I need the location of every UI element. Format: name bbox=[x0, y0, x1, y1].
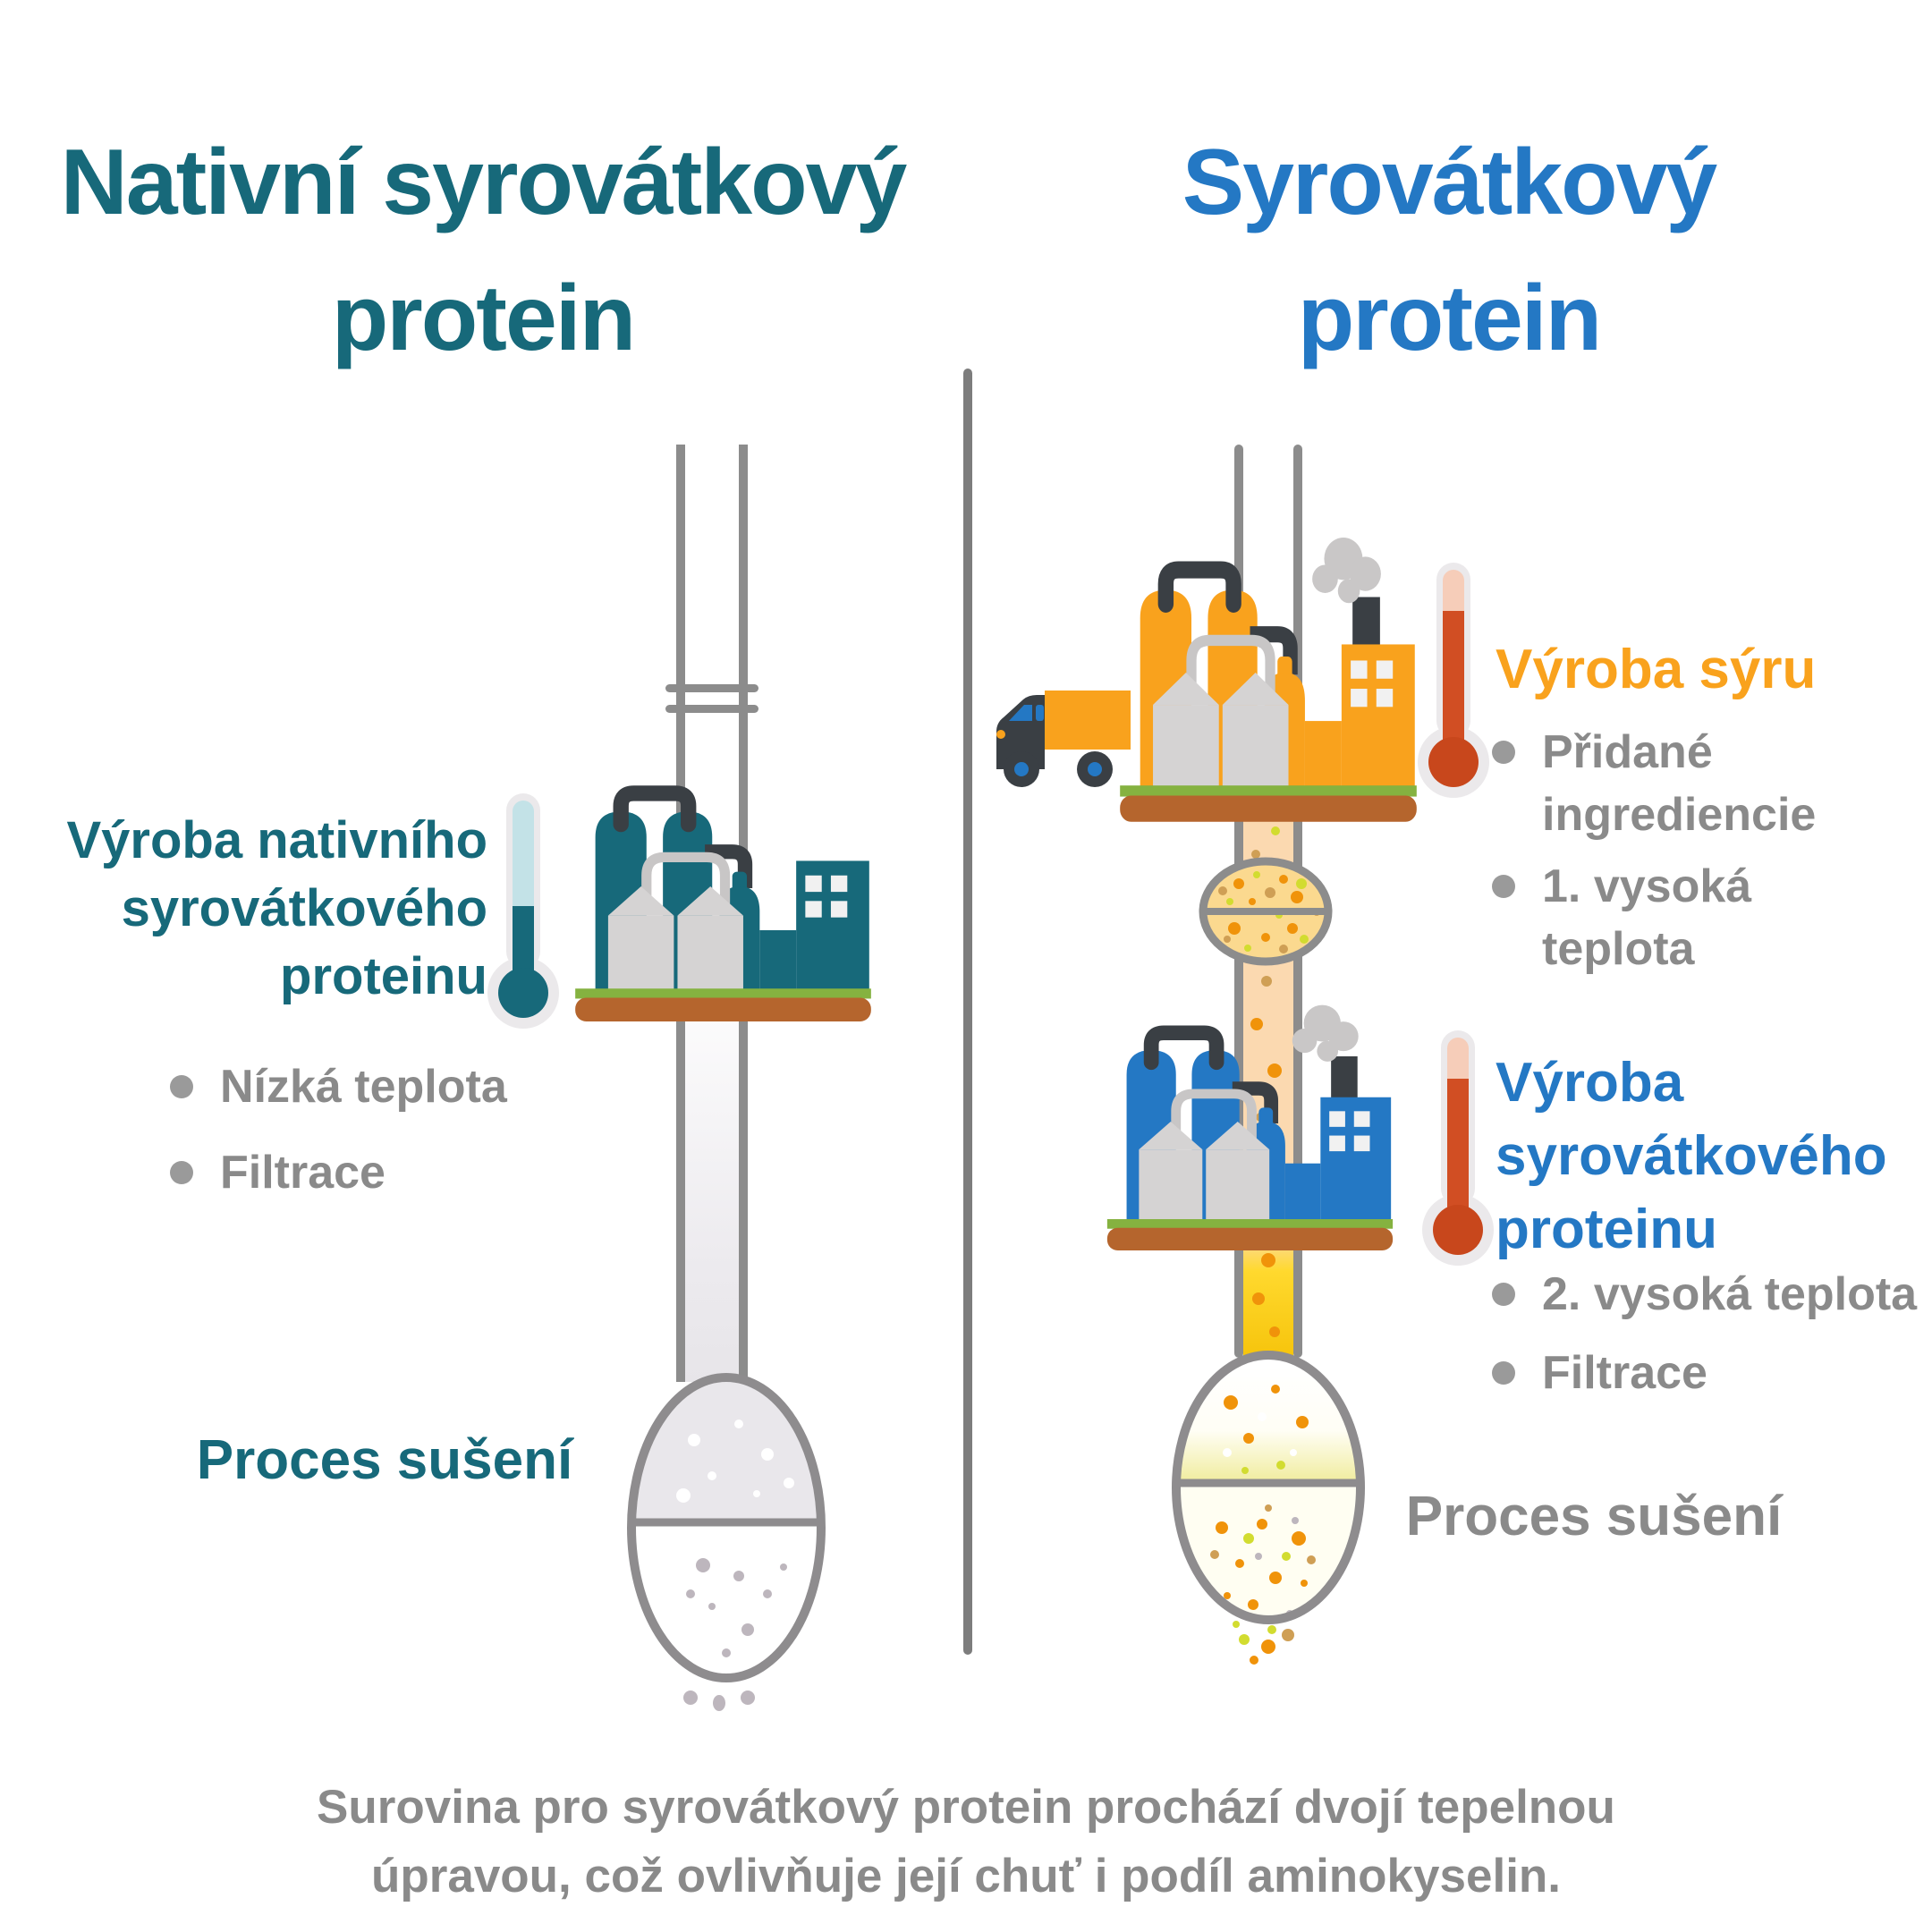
separator-ball-icon bbox=[1199, 857, 1333, 966]
cheese-factory-icon bbox=[1113, 538, 1424, 824]
whey-production-bullets: 2. vysoká teplota Filtrace bbox=[1492, 1263, 1917, 1404]
cheese-production-bullets: Přidané ingrediencie 1. vysoká teplota bbox=[1492, 721, 1864, 980]
bullet-dot-icon bbox=[1492, 741, 1515, 764]
list-item: 1. vysoká teplota bbox=[1492, 855, 1864, 980]
column-divider bbox=[963, 369, 972, 1655]
whey-production-line3: proteinu bbox=[1496, 1199, 1717, 1260]
right-drying-process-label: Proces sušení bbox=[1405, 1486, 1783, 1547]
bullet-added-ingredients: Přidané ingrediencie bbox=[1542, 726, 1817, 841]
cheese-production-label: Výroba sýru bbox=[1496, 639, 1817, 700]
title-native-whey-line1: Nativní syrovátkový bbox=[60, 131, 908, 234]
footer-line2: úpravou, což ovlivňuje její chuť i podíl… bbox=[370, 1850, 1562, 1902]
bullet-dot-icon bbox=[170, 1075, 193, 1098]
title-whey-line2: protein bbox=[1297, 267, 1602, 370]
native-production-line3: proteinu bbox=[280, 947, 487, 1005]
powder-drip-icon bbox=[683, 1690, 755, 1711]
bullet-filtration: Filtrace bbox=[1542, 1347, 1707, 1399]
bullet-dot-icon bbox=[170, 1161, 193, 1184]
native-production-line2: syrovátkového bbox=[121, 879, 487, 937]
whey-production-line1: Výroba bbox=[1496, 1052, 1684, 1114]
whey-production-label: Výroba syrovátkového proteinu bbox=[1496, 1046, 1887, 1267]
list-item: Přidané ingrediencie bbox=[1492, 721, 1864, 846]
native-production-line1: Výroba nativního bbox=[66, 811, 487, 869]
title-whey-line1: Syrovátkový bbox=[1182, 131, 1718, 234]
high-temperature-thermometer-icon bbox=[1422, 1030, 1494, 1266]
low-temperature-thermometer-icon bbox=[487, 793, 559, 1029]
footer-note: Surovina pro syrovátkový protein procház… bbox=[116, 1773, 1816, 1911]
milk-truck-icon bbox=[996, 691, 1131, 787]
list-item: Filtrace bbox=[1492, 1342, 1917, 1404]
high-temperature-thermometer-icon bbox=[1418, 563, 1489, 798]
native-production-bullets: Nízká teplota Filtrace bbox=[170, 1055, 507, 1204]
powder-drip-icon bbox=[1239, 1629, 1294, 1665]
bullet-dot-icon bbox=[1492, 1361, 1515, 1385]
bullet-second-high-temperature: 2. vysoká teplota bbox=[1542, 1268, 1918, 1320]
left-pipe-joint-icon bbox=[665, 705, 758, 713]
native-whey-factory-icon bbox=[568, 750, 878, 1023]
left-drying-chamber-icon bbox=[627, 1373, 826, 1711]
list-item: Nízká teplota bbox=[170, 1055, 507, 1118]
bullet-first-high-temperature: 1. vysoká teplota bbox=[1542, 860, 1752, 975]
left-pipe-joint-icon bbox=[665, 684, 758, 692]
bullet-dot-icon bbox=[1492, 1283, 1515, 1306]
bullet-filtration: Filtrace bbox=[220, 1147, 386, 1199]
bullet-low-temperature: Nízká teplota bbox=[220, 1061, 507, 1113]
left-drying-process-label: Proces sušení bbox=[196, 1429, 573, 1491]
title-whey: Syrovátkový protein bbox=[993, 114, 1905, 386]
list-item: Filtrace bbox=[170, 1141, 507, 1204]
title-native-whey: Nativní syrovátkový protein bbox=[27, 114, 939, 386]
title-native-whey-line2: protein bbox=[331, 267, 636, 370]
bullet-dot-icon bbox=[1492, 875, 1515, 898]
right-drying-chamber-icon bbox=[1172, 1351, 1365, 1665]
list-item: 2. vysoká teplota bbox=[1492, 1263, 1917, 1326]
footer-line1: Surovina pro syrovátkový protein procház… bbox=[317, 1781, 1615, 1834]
whey-protein-factory-icon bbox=[1100, 1004, 1400, 1252]
whey-production-line2: syrovátkového bbox=[1496, 1125, 1887, 1187]
native-production-label: Výroba nativního syrovátkového proteinu bbox=[18, 807, 487, 1011]
